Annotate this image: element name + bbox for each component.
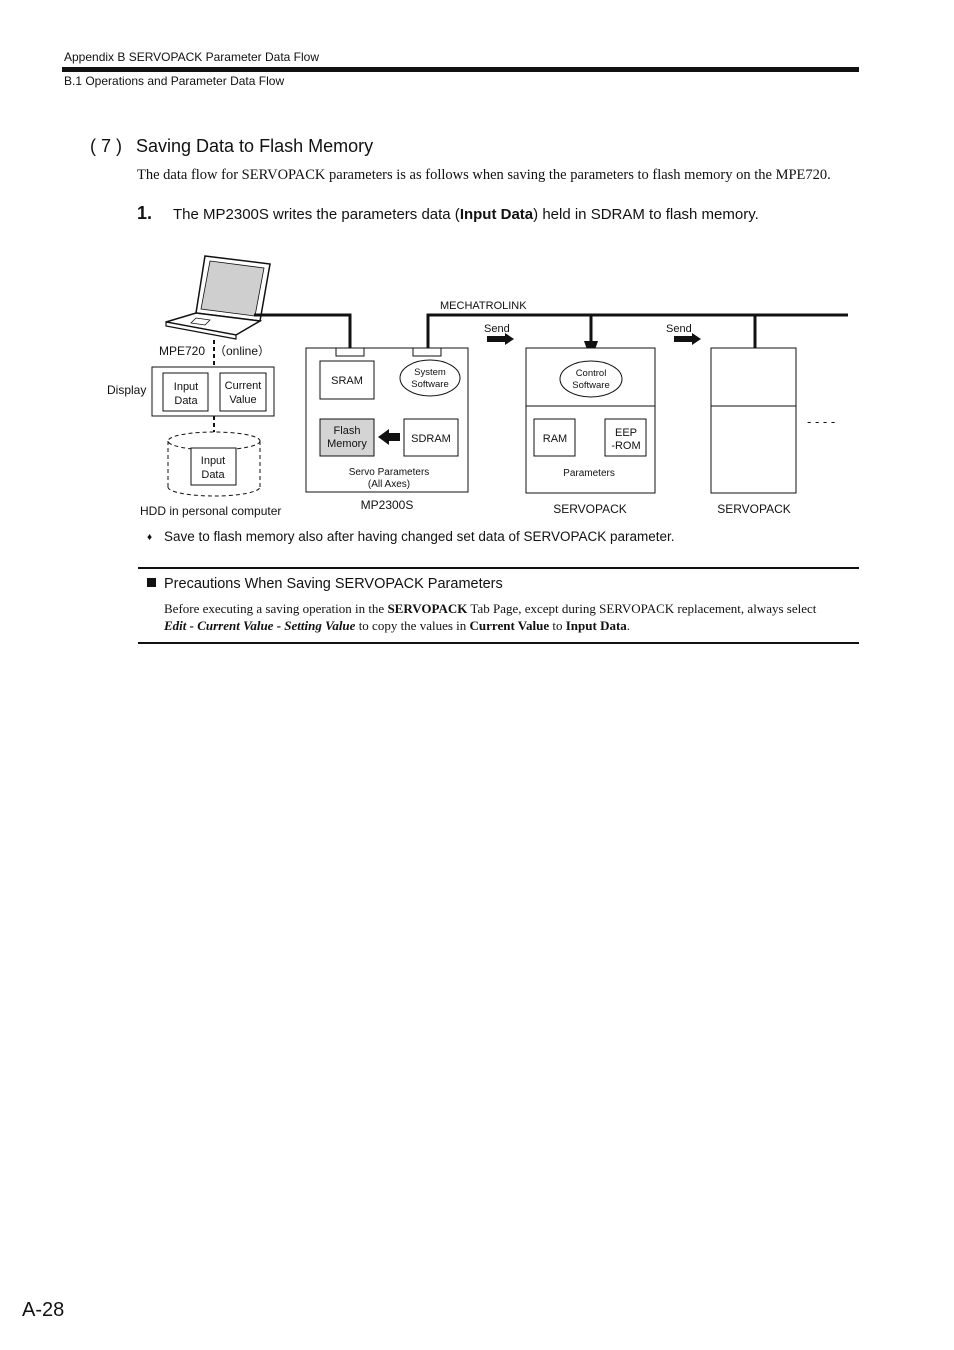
send-label-1: Send [484, 323, 510, 335]
precautions-heading-text: Precautions When Saving SERVOPACK Parame… [164, 576, 503, 592]
sram-label: SRAM [331, 375, 363, 387]
eeprom-l1: EEP [615, 427, 637, 439]
step-text-after: ) held in SDRAM to flash memory. [533, 206, 759, 223]
precautions-text-4: to [549, 618, 566, 633]
section-number: ( 7 ) [90, 136, 123, 156]
mechatrolink-bus [254, 313, 848, 348]
page-number: A-28 [22, 1299, 65, 1321]
step-text-before: The MP2300S writes the parameters data ( [173, 206, 460, 223]
precautions-text-1: Before executing a saving operation in t… [164, 601, 388, 616]
hdd-input-l1: Input [201, 455, 225, 467]
sdram-label: SDRAM [411, 433, 451, 445]
flash-memory-box [319, 418, 375, 457]
hdd-input-data-box [190, 447, 237, 486]
precautions-top-rule [138, 567, 859, 569]
send-label-2: Send [666, 323, 692, 335]
header-rule [62, 67, 859, 72]
section-title: ( 7 ) Saving Data to Flash Memory [90, 136, 373, 157]
system-software-ellipse [399, 359, 461, 397]
laptop-icon [165, 255, 271, 340]
input-data-l2: Data [174, 395, 198, 407]
sdram-box [403, 418, 459, 457]
bullet-icon: ♦ [147, 532, 153, 543]
parameters-label: Parameters [563, 468, 615, 479]
precautions-text-2: Tab Page, except during SERVOPACK replac… [467, 601, 817, 616]
step-1: 1. The MP2300S writes the parameters data… [137, 203, 759, 224]
flash-memory-l1: Flash [334, 425, 361, 437]
hdd-input-l2: Data [201, 469, 225, 481]
note-text: Save to flash memory also after having c… [164, 529, 675, 544]
input-data-l1: Input [174, 381, 198, 393]
section-header: B.1 Operations and Parameter Data Flow [64, 74, 285, 88]
hdd-cylinder [167, 431, 261, 497]
control-software-ellipse [559, 360, 623, 398]
precautions-bold-current-value: Current Value [469, 618, 550, 633]
eeprom-l2: -ROM [611, 440, 640, 452]
current-value-l1: Current [225, 380, 262, 392]
servopack-2-label: SERVOPACK [717, 502, 791, 516]
sram-box [319, 360, 375, 400]
online-label: （online） [214, 344, 270, 358]
mp2300s-port-2 [412, 347, 442, 357]
display-label: Display [107, 383, 146, 397]
system-software-l2: Software [411, 379, 449, 390]
left-arrow-icon [378, 429, 400, 445]
control-software-l1: Control [576, 368, 607, 379]
intro-paragraph: The data flow for SERVOPACK parameters i… [137, 167, 831, 183]
step-text-bold: Input Data [459, 206, 534, 223]
chapter-header: Appendix B SERVOPACK Parameter Data Flow [64, 50, 319, 64]
precautions-text-3: to copy the values in [355, 618, 470, 633]
send-arrow-icon [674, 333, 701, 345]
mp2300s-label: MP2300S [361, 498, 414, 512]
step-number: 1. [137, 203, 153, 223]
section-title-text: Saving Data to Flash Memory [136, 136, 374, 156]
servo-params-l1: Servo Parameters [349, 467, 430, 478]
mpe720-label: MPE720 [159, 344, 205, 358]
system-software-l1: System [414, 367, 446, 378]
continuation-dashes: - - - - [807, 414, 835, 429]
precautions-text-5: . [626, 618, 631, 633]
send-arrow-icon [487, 333, 514, 345]
input-data-box [162, 372, 209, 412]
square-bullet-icon [147, 578, 156, 587]
precautions-body: Before executing a saving operation in t… [164, 600, 864, 634]
precautions-bold-input-data: Input Data [565, 618, 627, 633]
servopack-2-box [710, 347, 797, 494]
ram-label: RAM [543, 433, 567, 445]
precautions-menu-path: Edit - Current Value - Setting Value [164, 618, 356, 633]
servopack-1-label: SERVOPACK [553, 502, 627, 516]
mp2300s-port-1 [335, 347, 365, 357]
current-value-box [219, 372, 267, 412]
flash-memory-l2: Memory [327, 438, 367, 450]
servo-params-l2: (All Axes) [368, 479, 410, 490]
note-item: ♦ Save to flash memory also after having … [147, 529, 675, 544]
data-flow-diagram: MECHATROLINK Send Send MPE720 （online） D… [107, 255, 848, 518]
current-value-l2: Value [229, 394, 256, 406]
mechatrolink-label: MECHATROLINK [440, 300, 527, 312]
precautions-bottom-rule [138, 642, 859, 644]
precautions-heading: Precautions When Saving SERVOPACK Parame… [147, 576, 503, 592]
control-software-l2: Software [572, 380, 610, 391]
hdd-label: HDD in personal computer [140, 504, 281, 518]
precautions-bold-servopack: SERVOPACK [387, 601, 468, 616]
eeprom-box [604, 418, 647, 457]
ram-box [533, 418, 576, 457]
